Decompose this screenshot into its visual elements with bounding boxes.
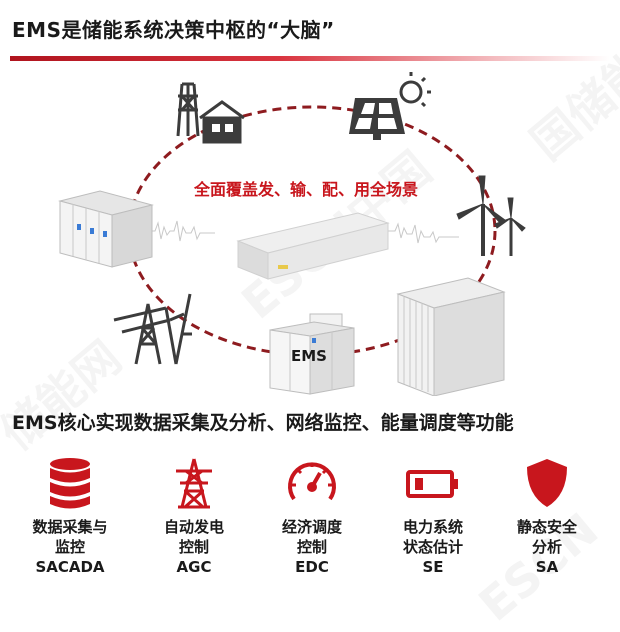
function-name-line1: 经济调度 — [281, 518, 342, 536]
function-abbr: AGC — [176, 558, 212, 576]
ems-label: EMS — [291, 347, 327, 365]
section-subtitle: EMS核心实现数据采集及分析、网络监控、能量调度等功能 — [12, 412, 514, 434]
container-storage-icon — [396, 277, 506, 397]
ems-diagram-graphic — [58, 72, 526, 397]
title-underline — [10, 56, 610, 61]
coverage-tagline: 全面覆盖发、输、配、用全场景 — [194, 180, 419, 199]
function-name-line2: 分析 — [531, 538, 562, 556]
substation-house-icon — [176, 82, 245, 144]
function-name-line2: 状态估计 — [402, 538, 463, 556]
ems-diagram: 全面覆盖发、输、配、用全场景 EMS — [0, 66, 620, 397]
function-name-line1: 静态安全 — [516, 518, 577, 536]
function-name-line1: 电力系统 — [402, 518, 463, 536]
solar-panel-icon — [349, 72, 431, 140]
function-name-line2: 控制 — [296, 538, 327, 556]
function-edc: 经济调度 控制 EDC — [260, 455, 364, 577]
gauge-icon — [288, 462, 336, 501]
function-name-line1: 自动发电 — [163, 518, 224, 536]
function-name-line2: 监控 — [54, 538, 85, 556]
function-abbr: SA — [535, 558, 559, 576]
ems-device-icon — [236, 212, 390, 280]
shield-icon — [527, 459, 567, 507]
wind-turbine-icon — [456, 175, 526, 256]
power-tower-icon — [176, 458, 212, 509]
signal-wave — [150, 220, 459, 244]
function-abbr: EDC — [295, 558, 329, 576]
battery-rack-icon — [269, 313, 355, 395]
function-agc: 自动发电 控制 AGC — [142, 455, 246, 577]
function-name-line1: 数据采集与 — [32, 518, 108, 536]
battery-cabinet-icon — [58, 190, 154, 268]
battery-icon — [406, 470, 458, 498]
function-abbr: SACADA — [35, 558, 105, 576]
function-sa: 静态安全 分析 SA — [495, 455, 599, 577]
function-sacada: 数据采集与 监控 SACADA — [18, 455, 122, 577]
function-name-line2: 控制 — [178, 538, 209, 556]
transmission-tower-icon — [113, 293, 192, 365]
database-icon — [50, 458, 90, 509]
function-se: 电力系统 状态估计 SE — [381, 455, 485, 577]
function-abbr: SE — [422, 558, 444, 576]
page-title: EMS是储能系统决策中枢的“大脑” — [12, 18, 335, 42]
